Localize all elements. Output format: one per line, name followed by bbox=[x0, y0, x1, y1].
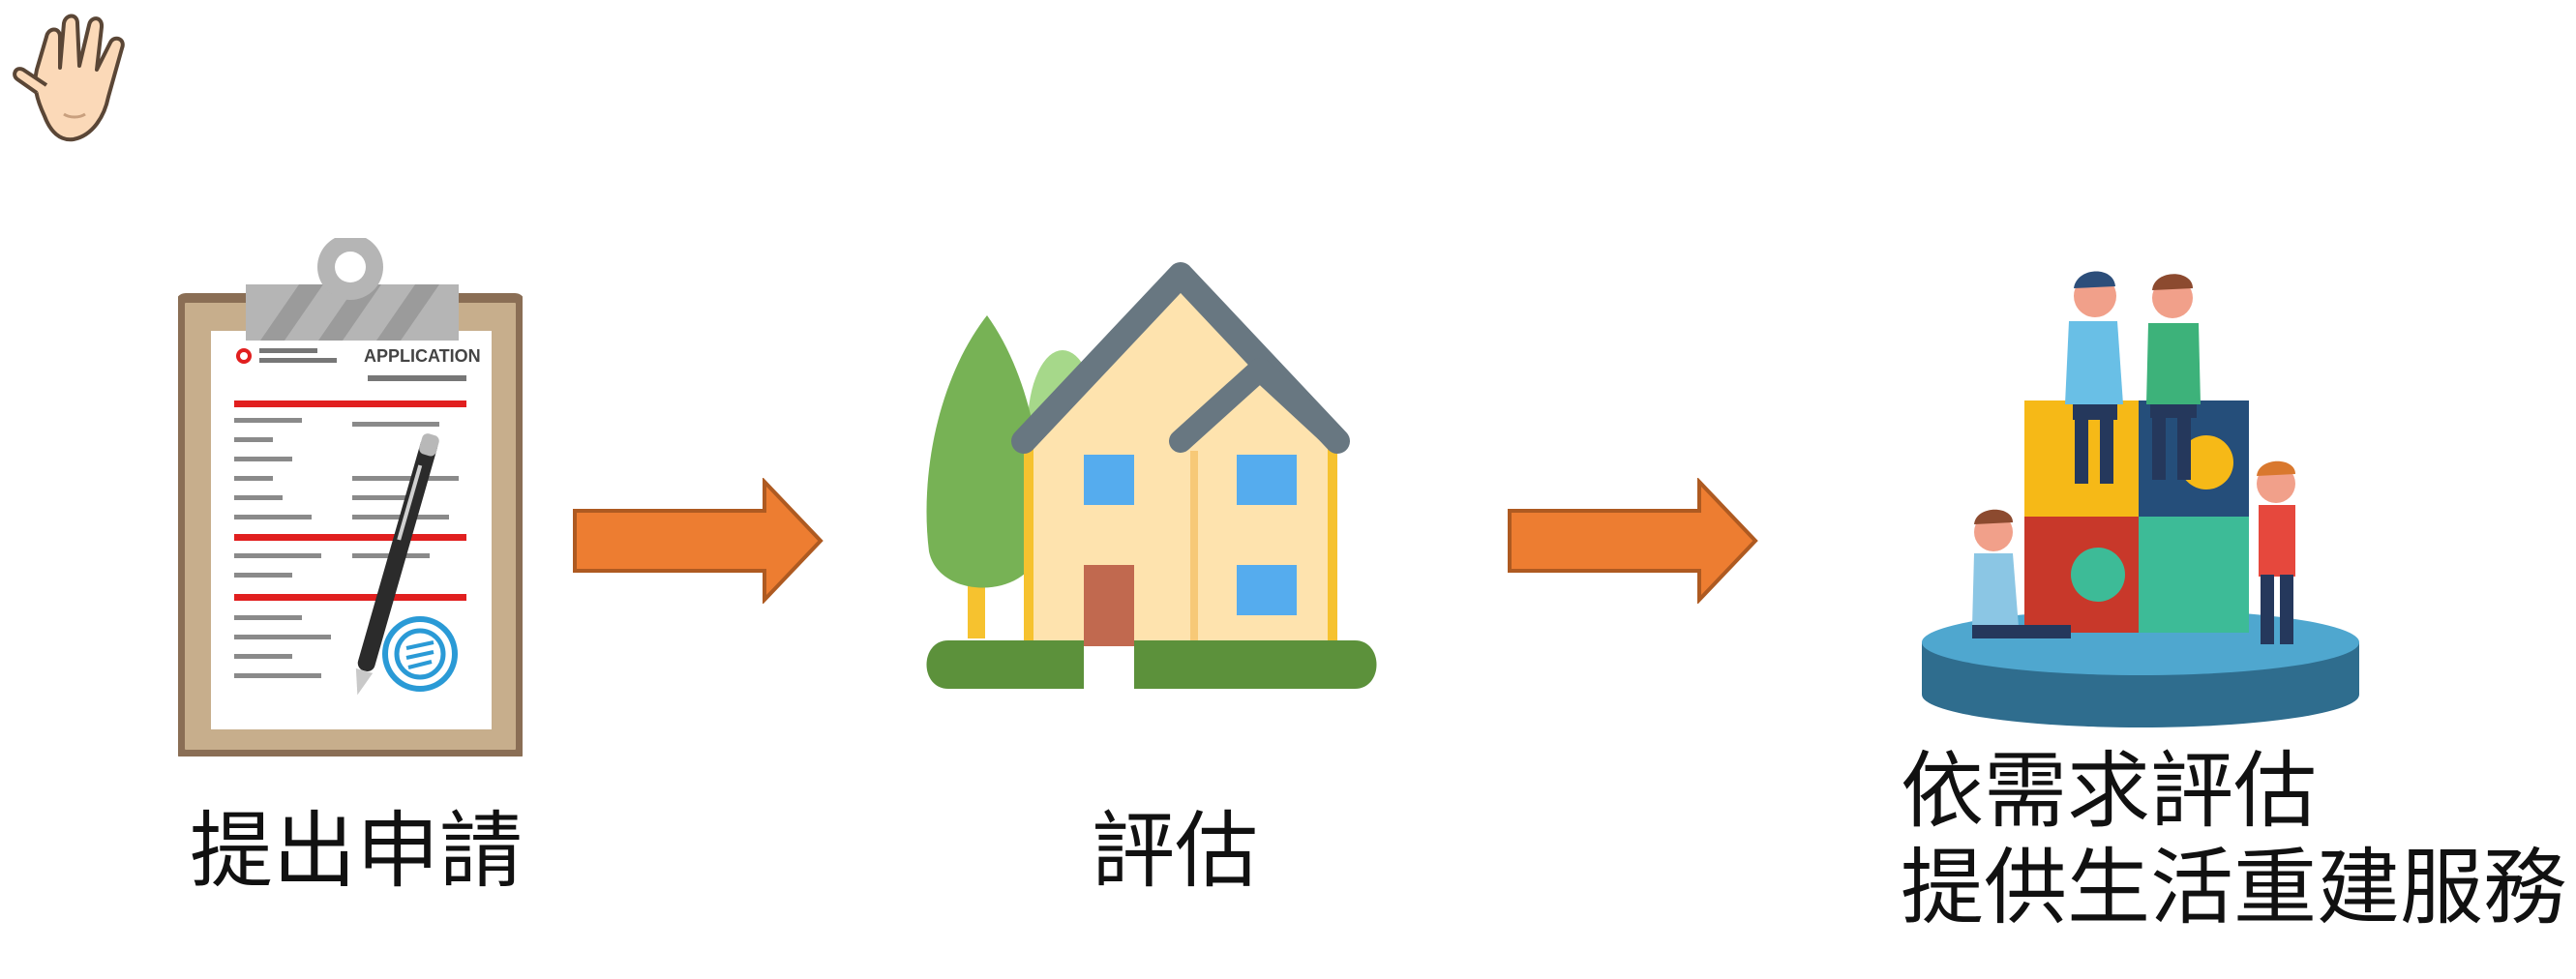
clipboard-heading: APPLICATION bbox=[364, 346, 481, 366]
clipboard-application-icon: APPLICATION bbox=[178, 238, 523, 756]
teamwork-puzzle-icon bbox=[1916, 259, 2365, 727]
arrow-right-icon bbox=[571, 478, 824, 604]
arrow-right-icon-2 bbox=[1506, 478, 1759, 604]
step-3-label-line2: 提供生活重建服務 bbox=[1901, 840, 2566, 936]
step-2-label: 評估 bbox=[1092, 803, 1258, 900]
step-1-label: 提出申請 bbox=[190, 803, 523, 900]
house-icon bbox=[919, 261, 1384, 695]
hand-icon bbox=[8, 8, 143, 148]
step-3-label-line1: 依需求評估 bbox=[1901, 743, 2317, 840]
